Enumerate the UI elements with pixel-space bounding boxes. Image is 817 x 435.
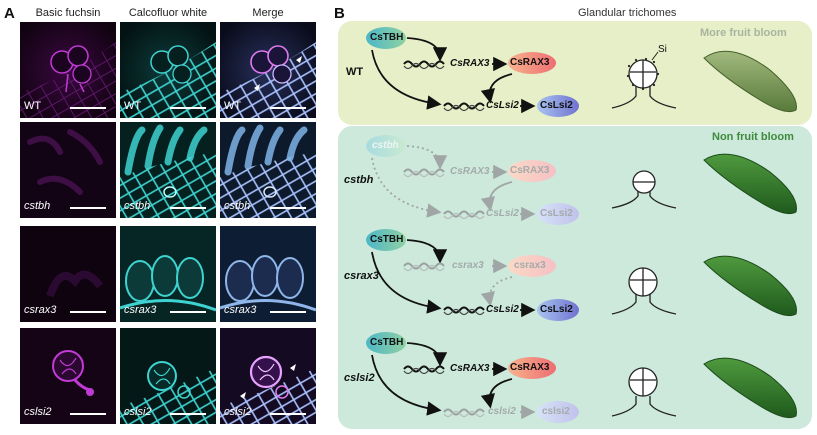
micrograph-label: cslsi2 bbox=[24, 406, 52, 418]
gene-lsi2-wt: CsLsi2 bbox=[486, 100, 519, 111]
cucumber-wt bbox=[703, 50, 797, 113]
protein-lsi2-wt: CsLsi2 bbox=[540, 100, 573, 111]
micrograph-label: cstbh bbox=[224, 200, 251, 212]
gene-rax3-csrax3: csrax3 bbox=[452, 260, 484, 271]
col-header-calcofluor-white: Calcofluor white bbox=[128, 7, 208, 19]
scale-bar bbox=[70, 207, 106, 209]
micrograph-cslsi2-merge: cslsi2 bbox=[220, 328, 316, 424]
micrograph-cslsi2-calcofluor: cslsi2 bbox=[120, 328, 216, 424]
scale-bar bbox=[70, 311, 106, 313]
scale-bar bbox=[170, 413, 206, 415]
micrograph-wt-fuchsin: WT bbox=[20, 22, 116, 118]
protein-lsi2-cstbh: CsLsi2 bbox=[540, 208, 573, 219]
cucumber-csrax3 bbox=[703, 255, 797, 317]
panel-b-title: Glandular trichomes bbox=[578, 7, 677, 19]
gene-rax3-wt: CsRAX3 bbox=[450, 58, 490, 69]
protein-rax3-wt: CsRAX3 bbox=[510, 57, 550, 68]
scale-bar bbox=[270, 311, 306, 313]
gene-rax3-cstbh: CsRAX3 bbox=[450, 166, 490, 177]
genotype-label-cstbh: cstbh bbox=[344, 174, 374, 186]
micrograph-label: csrax3 bbox=[224, 304, 257, 316]
cucumber-cstbh bbox=[703, 153, 797, 215]
micrograph-cstbh-fuchsin: cstbh bbox=[20, 122, 116, 218]
gene-lsi2-cslsi2: cslsi2 bbox=[488, 406, 516, 417]
pathway-cstbh bbox=[366, 135, 579, 225]
micrograph-wt-calcofluor: WT bbox=[120, 22, 216, 118]
protein-rax3-cstbh: CsRAX3 bbox=[510, 165, 550, 176]
cucumber-cslsi2 bbox=[703, 357, 797, 419]
micrograph-wt-merge: WT bbox=[220, 22, 316, 118]
scale-bar bbox=[70, 413, 106, 415]
scale-bar bbox=[170, 311, 206, 313]
genotype-label-wt: WT bbox=[346, 66, 364, 78]
micrograph-label: csrax3 bbox=[124, 304, 157, 316]
gene-rax3-cslsi2: CsRAX3 bbox=[450, 363, 490, 374]
micrograph-cslsi2-fuchsin: cslsi2 bbox=[20, 328, 116, 424]
protein-tbh-cslsi2: CsTBH bbox=[370, 337, 404, 348]
trichome-cslsi2 bbox=[611, 367, 677, 417]
si-label: Si bbox=[658, 44, 667, 55]
protein-tbh-wt: CsTBH bbox=[370, 32, 404, 43]
col-header-basic-fuchsin: Basic fuchsin bbox=[35, 7, 101, 19]
pathway-csrax3 bbox=[366, 229, 579, 321]
scale-bar bbox=[270, 107, 306, 109]
micrograph-label: WT bbox=[224, 100, 242, 112]
pathway-wt bbox=[366, 27, 579, 117]
scale-bar bbox=[170, 207, 206, 209]
micrograph-label: cslsi2 bbox=[224, 406, 252, 418]
protein-tbh-csrax3: CsTBH bbox=[370, 234, 404, 245]
trichome-wt bbox=[611, 51, 677, 109]
micrograph-label: cstbh bbox=[24, 200, 51, 212]
micrograph-label: cstbh bbox=[124, 200, 151, 212]
non-bloom-label: Non fruit bloom bbox=[712, 131, 794, 143]
micrograph-cstbh-calcofluor: cstbh bbox=[120, 122, 216, 218]
scale-bar bbox=[270, 413, 306, 415]
protein-lsi2-csrax3: CsLsi2 bbox=[540, 304, 573, 315]
micrograph-label: cslsi2 bbox=[124, 406, 152, 418]
pathway-cslsi2 bbox=[366, 332, 579, 423]
micrograph-label: WT bbox=[24, 100, 42, 112]
trichome-csrax3 bbox=[611, 267, 677, 315]
scale-bar bbox=[70, 107, 106, 109]
gene-lsi2-csrax3: CsLsi2 bbox=[486, 304, 519, 315]
micrograph-csrax3-merge: csrax3 bbox=[220, 226, 316, 322]
micrograph-label: WT bbox=[124, 100, 142, 112]
more-bloom-label: More fruit bloom bbox=[700, 27, 787, 39]
scale-bar bbox=[270, 207, 306, 209]
col-header-merge: Merge bbox=[252, 7, 284, 19]
panel-b-letter: B bbox=[334, 5, 345, 22]
trichome-cstbh bbox=[611, 170, 677, 209]
genotype-label-cslsi2: cslsi2 bbox=[344, 372, 375, 384]
protein-rax3-cslsi2: CsRAX3 bbox=[510, 362, 550, 373]
panel-a-letter: A bbox=[4, 5, 15, 22]
protein-tbh-cstbh: cstbh bbox=[372, 140, 399, 151]
micrograph-label: csrax3 bbox=[24, 304, 57, 316]
protein-rax3-csrax3: csrax3 bbox=[514, 260, 546, 271]
micrograph-csrax3-fuchsin: csrax3 bbox=[20, 226, 116, 322]
gene-lsi2-cstbh: CsLsi2 bbox=[486, 208, 519, 219]
protein-lsi2-cslsi2: cslsi2 bbox=[542, 406, 570, 417]
scale-bar bbox=[170, 107, 206, 109]
genotype-label-csrax3: csrax3 bbox=[344, 270, 379, 282]
micrograph-csrax3-calcofluor: csrax3 bbox=[120, 226, 216, 322]
micrograph-cstbh-merge: cstbh bbox=[220, 122, 316, 218]
